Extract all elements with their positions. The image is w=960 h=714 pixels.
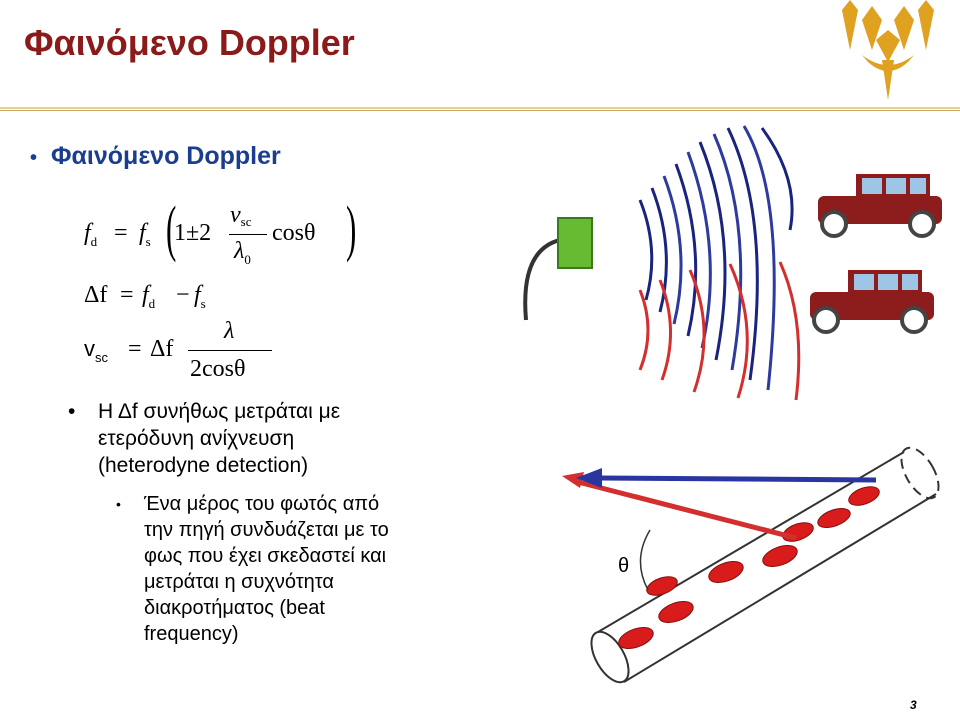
car-icon xyxy=(810,270,934,334)
equation-fd: fd = fs ( 1±2 vsc λ0 cosθ ) xyxy=(84,195,384,272)
eq2-delta-f: Δf xyxy=(84,282,108,308)
university-logo-icon xyxy=(842,0,934,100)
sensor-cable xyxy=(523,238,561,321)
eq1-fs-sub: s xyxy=(145,234,151,249)
header-rule-thin xyxy=(0,110,960,111)
sub-bullet-dot-icon: • xyxy=(116,496,121,512)
red-blood-cells xyxy=(618,486,880,649)
eq1-fd: f xyxy=(84,220,91,246)
car-icon xyxy=(818,174,942,238)
eq3-fraction-bar xyxy=(188,350,272,351)
radar-sensor-icon xyxy=(557,217,593,269)
eq1-equals: = xyxy=(114,220,128,246)
bullet-dot-icon: • xyxy=(30,147,38,169)
header-rule xyxy=(0,107,960,109)
sub-bullet-beat: • Ένα μέρος του φωτός από την πηγή συνδυ… xyxy=(116,491,389,647)
equation-vsc: vsc = Δf λ 2cosθ xyxy=(84,318,304,388)
bullet-heterodyne-line: ετερόδυνη ανίχνευση xyxy=(98,427,295,450)
eq3-v-sub: sc xyxy=(95,350,108,365)
sub-bullet-line: frequency) xyxy=(144,623,239,645)
eq1-paren-left: ( xyxy=(166,195,177,263)
eq1-fs: f xyxy=(139,220,146,246)
bullet-heterodyne-line: (heterodyne detection) xyxy=(98,454,309,477)
eq3-delta-f: Δf xyxy=(150,336,174,362)
eq3-denominator: 2cosθ xyxy=(190,356,246,382)
sub-bullet-line: φως που έχει σκεδαστεί και xyxy=(144,545,387,567)
eq1-lambda-sub: 0 xyxy=(244,252,251,267)
sub-bullet-line: μετράται η συχνότητα xyxy=(144,571,334,593)
eq3-equals: = xyxy=(128,336,142,362)
eq1-v-sub: sc xyxy=(240,214,252,229)
eq2-minus: − xyxy=(176,282,190,308)
eq1-lambda: λ xyxy=(234,238,245,264)
eq1-paren-right: ) xyxy=(346,195,357,263)
eq2-fd-sub: d xyxy=(148,296,156,311)
eq2-equals: = xyxy=(120,282,134,308)
sub-bullet-line: την πηγή συνδυάζεται με το xyxy=(144,519,389,541)
bullet-doppler: • Φαινόμενο Doppler xyxy=(30,142,281,171)
bullet-doppler-text: Φαινόμενο Doppler xyxy=(51,142,281,170)
eq3-v: v xyxy=(84,336,95,361)
beam-arrows xyxy=(562,468,877,541)
bullet-heterodyne: • Η Δf συνήθως μετράται με ετερόδυνη ανί… xyxy=(68,398,340,479)
sub-bullet-line: διακροτήματος (beat xyxy=(144,597,325,619)
sub-bullet-line: Ένα μέρος του φωτός από xyxy=(144,493,380,515)
eq1-fraction-bar xyxy=(229,234,267,235)
eq2-fd: f xyxy=(142,282,149,308)
eq1-v: v xyxy=(230,202,241,228)
eq3-lambda: λ xyxy=(224,318,235,344)
theta-label: θ xyxy=(618,555,630,577)
emitted-waves xyxy=(638,125,794,391)
bullet-heterodyne-line: Η Δf συνήθως μετράται με xyxy=(98,400,341,423)
eq2-fs: f xyxy=(194,282,201,308)
eq2-fs-sub: s xyxy=(200,296,206,311)
eq1-fd-sub: d xyxy=(90,234,98,249)
equation-delta-f: Δf = fd − fs xyxy=(84,282,304,312)
angle-arc xyxy=(639,529,651,591)
bullet-dot-icon: • xyxy=(68,400,76,423)
eq1-cos: cosθ xyxy=(272,220,316,246)
reflected-waves xyxy=(638,261,801,401)
eq1-one-pm-two: 1±2 xyxy=(174,220,212,246)
page-number: 3 xyxy=(910,698,917,712)
slide-title: Φαινόμενο Doppler xyxy=(24,22,355,63)
